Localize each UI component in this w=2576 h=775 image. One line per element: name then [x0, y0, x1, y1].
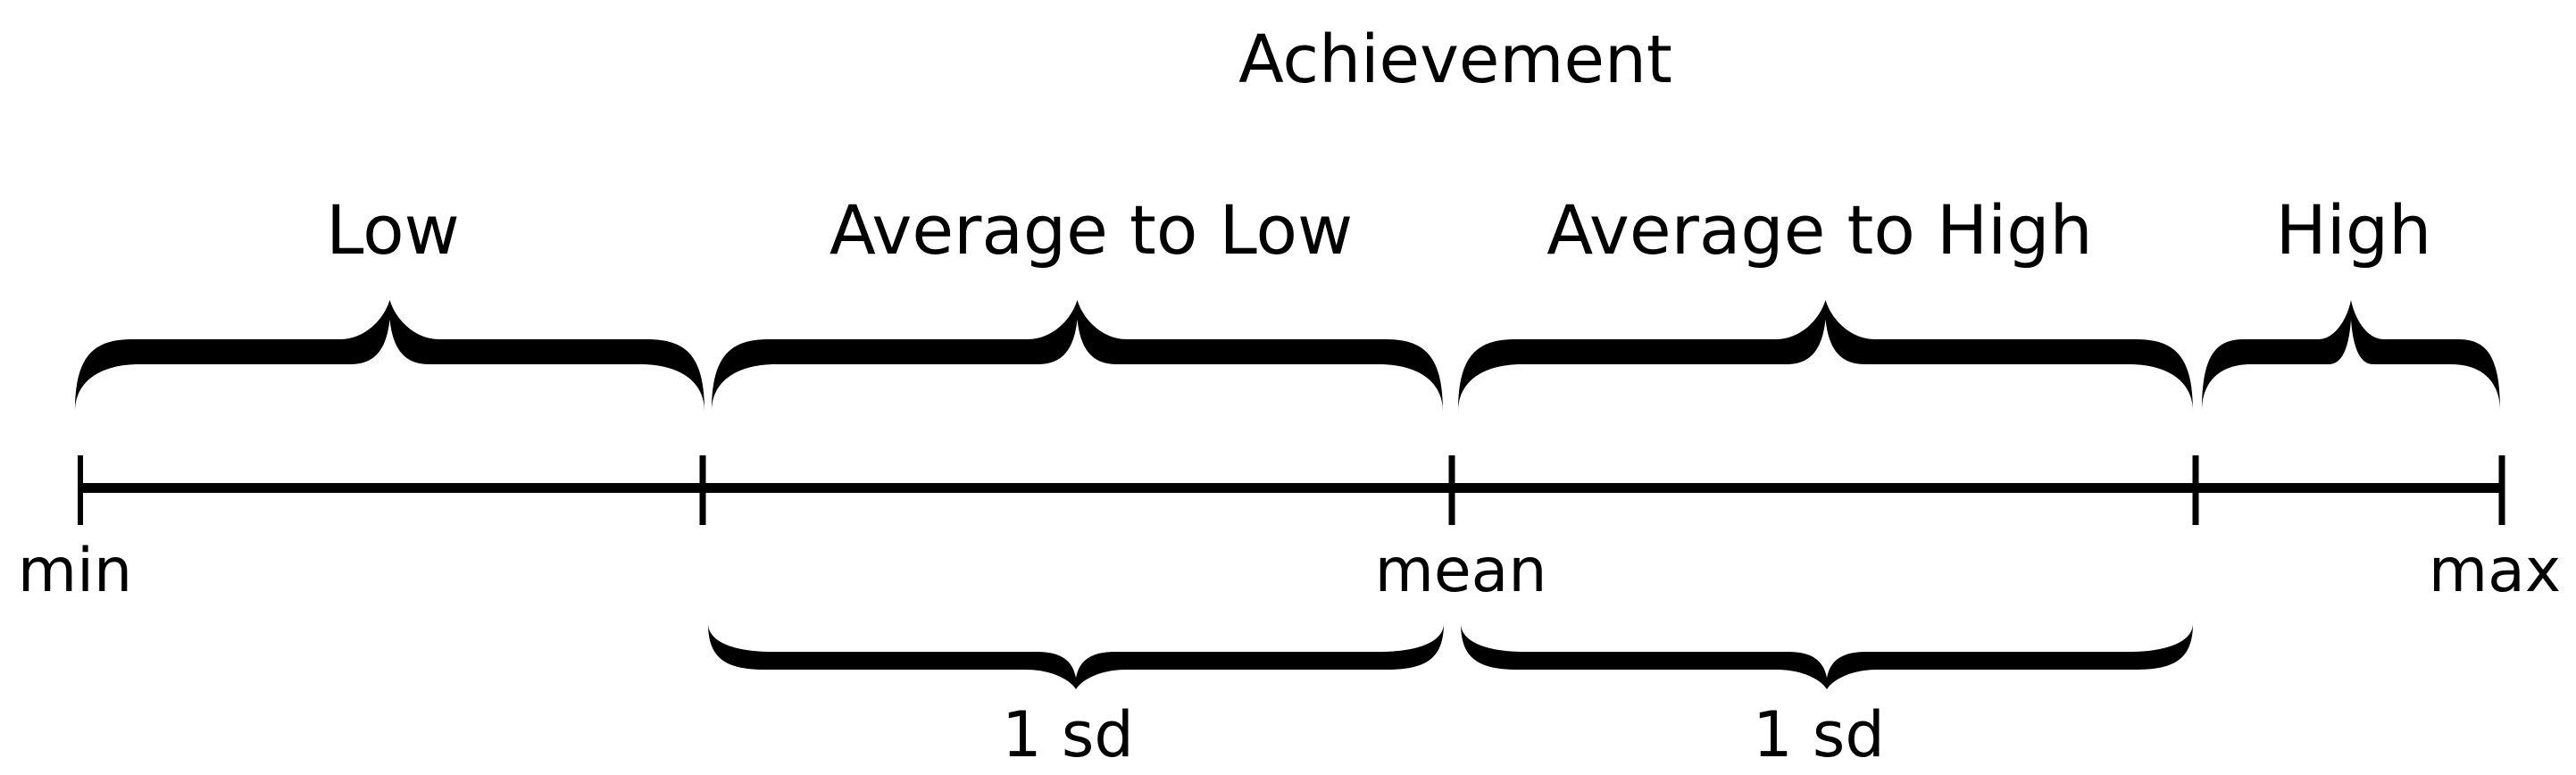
brace-sd-left-icon — [708, 623, 1444, 689]
axis-label-mean: mean — [1374, 536, 1547, 606]
sd-label-right: 1 sd — [1753, 698, 1885, 771]
axis-label-min: min — [17, 536, 133, 606]
axis-label-max: max — [2428, 536, 2562, 606]
region-label-high: High — [2275, 190, 2432, 270]
brace-high-icon — [2202, 300, 2500, 412]
region-label-average-to-high: Average to High — [1546, 190, 2093, 270]
tick-min — [78, 455, 83, 525]
brace-low-icon — [75, 300, 704, 412]
region-label-average-to-low: Average to Low — [829, 190, 1354, 270]
region-label-low: Low — [326, 190, 460, 270]
tick-plus-1sd — [2192, 455, 2199, 525]
axis-line — [80, 483, 2502, 493]
sd-label-left: 1 sd — [1002, 698, 1134, 771]
brace-average-to-high-icon — [1458, 300, 2193, 412]
brace-sd-right-icon — [1461, 623, 2193, 689]
brace-average-to-low-icon — [712, 300, 1443, 412]
tick-mean — [1448, 455, 1455, 525]
tick-minus-1sd — [699, 455, 706, 525]
diagram-title: Achievement — [1238, 21, 1672, 98]
tick-max — [2498, 455, 2505, 525]
